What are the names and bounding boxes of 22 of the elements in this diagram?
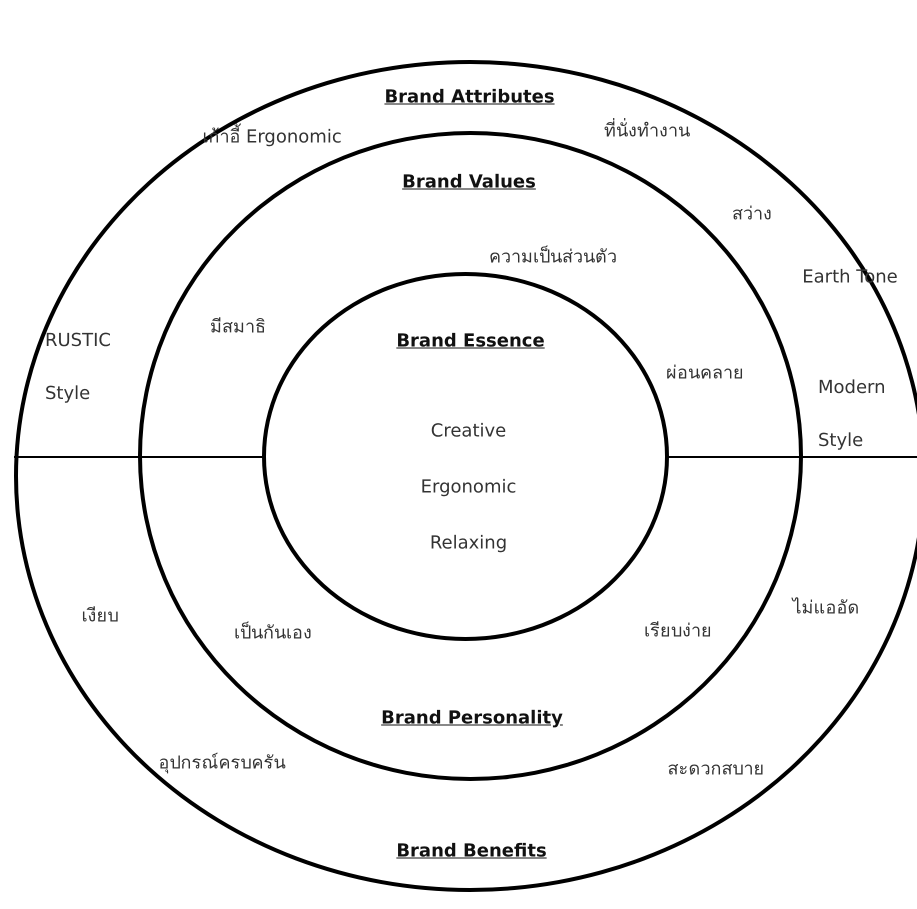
keyword-label: มีสมาธิ bbox=[210, 316, 266, 340]
keyword-label: สว่าง bbox=[732, 202, 772, 226]
ring-heading: Brand Essence bbox=[396, 330, 545, 351]
keyword-label: เป็นกันเอง bbox=[234, 620, 312, 646]
keyword-label: อุปกรณ์ครบครัน bbox=[158, 752, 286, 776]
keyword-label: Ergonomic bbox=[420, 476, 516, 497]
ring-heading: Brand Attributes bbox=[384, 86, 555, 107]
keyword-label: Creative bbox=[430, 420, 506, 441]
keyword-label: เงียบ bbox=[82, 604, 118, 628]
keyword-label: ผ่อนคลาย bbox=[666, 362, 744, 386]
ring-heading: Brand Personality bbox=[381, 708, 563, 728]
keyword-label: ที่นั่งทำงาน bbox=[604, 116, 690, 144]
keyword-label: ความเป็นส่วนตัว bbox=[489, 244, 617, 270]
keyword-label: Relaxing bbox=[430, 532, 508, 553]
keyword-label: สะดวกสบาย bbox=[668, 758, 764, 782]
keyword-label: เรียบง่าย bbox=[644, 620, 712, 644]
ring-heading: Brand Values bbox=[402, 172, 536, 192]
keyword-label: ไม่แออัด bbox=[792, 596, 860, 620]
outer-circle bbox=[14, 60, 917, 892]
keyword-label: RUSTIC Style bbox=[45, 329, 112, 406]
keyword-label: Modern Style bbox=[818, 376, 887, 453]
ring-heading: Brand Benefits bbox=[396, 840, 547, 861]
